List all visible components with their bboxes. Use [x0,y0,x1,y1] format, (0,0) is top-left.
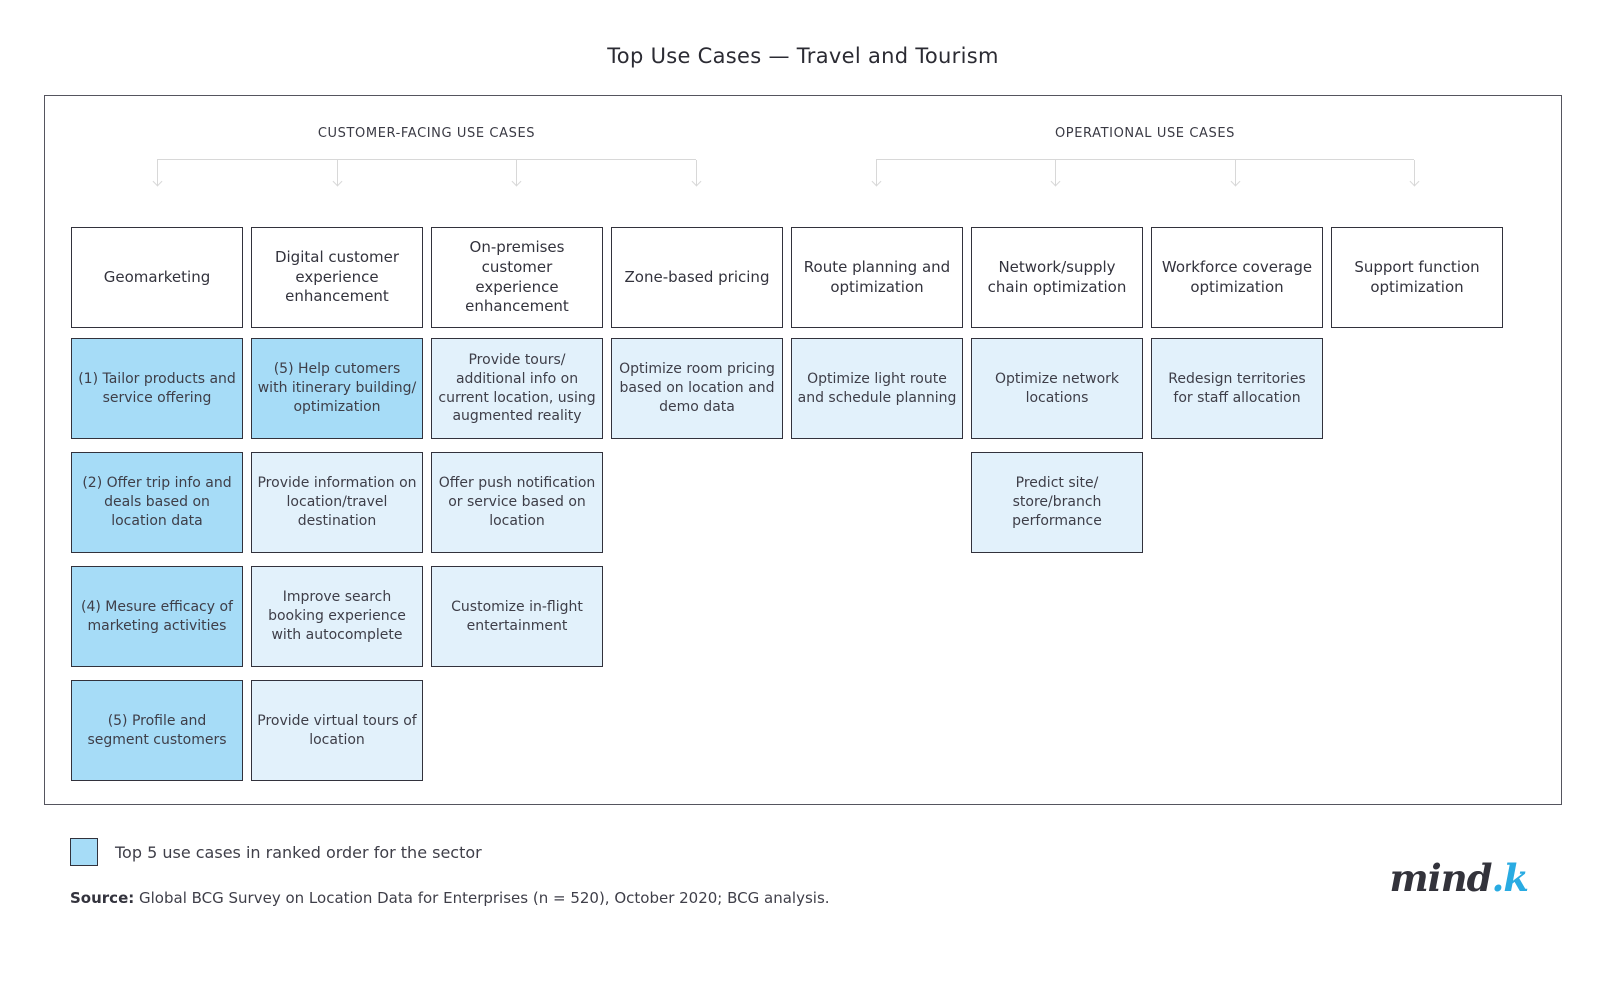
page-title: Top Use Cases — Travel and Tourism [607,44,999,68]
use-case-cell: Customize in-flight entertainment [431,566,603,667]
column-cells: Provide tours/ additional info on curren… [431,338,603,667]
group-label-customer-facing: CUSTOMER-FACING USE CASES [317,126,536,141]
arrow-down-icon [336,160,338,186]
mindk-logo-dark-part: mind [1389,856,1492,900]
source-note: Source: Global BCG Survey on Location Da… [70,889,830,907]
use-case-column: On-premises customer experience enhancem… [431,227,603,667]
column-cells: Redesign territories for staff allocatio… [1151,338,1323,439]
bracket-customer-facing [157,159,697,187]
column-cells: Optimize light route and schedule planni… [791,338,963,439]
source-text: Global BCG Survey on Location Data for E… [134,889,830,907]
source-prefix: Source: [70,889,135,907]
mindk-logo: mind.k [1389,856,1529,900]
column-header: Support function optimization [1331,227,1503,328]
column-header: Zone-based pricing [611,227,783,328]
use-case-cell: Provide tours/ additional info on curren… [431,338,603,439]
arrow-down-icon [1414,160,1415,186]
use-case-cell: Provide virtual tours of location [251,680,423,781]
mindk-logo-blue-part: .k [1491,856,1529,900]
use-case-cell-top5: (2) Offer trip info and deals based on l… [71,452,243,553]
arrow-down-icon [1055,160,1057,186]
use-cases-frame: CUSTOMER-FACING USE CASES OPERATIONAL US… [44,95,1562,805]
column-header: Network/supply chain optimization [971,227,1143,328]
use-case-cell-top5: (4) Mesure efficacy of marketing activit… [71,566,243,667]
use-case-cell-top5: (5) Profile and segment customers [71,680,243,781]
column-header: Route planning and optimization [791,227,963,328]
use-case-cell: Predict site/ store/branch performance [971,452,1143,553]
use-case-cell: Redesign territories for staff allocatio… [1151,338,1323,439]
use-case-cell: Optimize network locations [971,338,1143,439]
arrow-down-icon [696,160,697,186]
arrow-down-icon [516,160,518,186]
use-case-column: Digital customer experience enhancement(… [251,227,423,781]
use-case-column: Support function optimization [1331,227,1503,338]
legend-top5-swatch-icon [70,838,98,866]
use-case-columns: Geomarketing(1) Tailor products and serv… [71,227,1503,781]
column-cells: (1) Tailor products and service offering… [71,338,243,781]
bracket-operational [876,159,1415,187]
column-header: On-premises customer experience enhancem… [431,227,603,328]
use-case-column: Geomarketing(1) Tailor products and serv… [71,227,243,781]
use-case-cell: Optimize light route and schedule planni… [791,338,963,439]
use-case-cell-top5: (1) Tailor products and service offering [71,338,243,439]
legend: Top 5 use cases in ranked order for the … [70,838,482,866]
column-header: Geomarketing [71,227,243,328]
use-case-cell: Optimize room pricing based on location … [611,338,783,439]
use-case-cell-top5: (5) Help cutomers with itinerary buildin… [251,338,423,439]
column-cells: Optimize room pricing based on location … [611,338,783,439]
column-cells: (5) Help cutomers with itinerary buildin… [251,338,423,781]
arrow-down-icon [876,160,877,186]
arrow-down-icon [157,160,158,186]
column-header: Digital customer experience enhancement [251,227,423,328]
use-case-cell: Provide information on location/travel d… [251,452,423,553]
use-case-cell: Improve search booking experience with a… [251,566,423,667]
use-case-cell: Offer push notification or service based… [431,452,603,553]
column-header: Workforce coverage optimization [1151,227,1323,328]
group-label-operational: OPERATIONAL USE CASES [1054,126,1236,141]
legend-label: Top 5 use cases in ranked order for the … [115,842,482,862]
arrow-down-icon [1234,160,1236,186]
